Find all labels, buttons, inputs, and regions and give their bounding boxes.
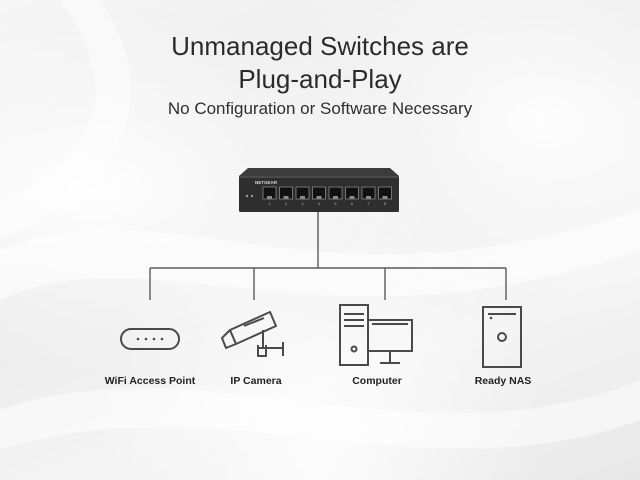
switch-port-8: [378, 186, 392, 200]
computer-icon: [339, 304, 413, 366]
device-label-ip-camera: IP Camera: [230, 375, 282, 387]
page-title: Unmanaged Switches are Plug-and-Play: [0, 30, 640, 96]
switch-ports: [262, 186, 392, 200]
connection-lines: [149, 212, 507, 300]
switch-port-7: [361, 186, 376, 200]
switch-brand-label: NETGEAR: [255, 180, 278, 185]
switch-port-4: [312, 186, 326, 200]
switch-port-6: [345, 186, 359, 200]
title-line-2: Plug-and-Play: [238, 64, 402, 94]
port-number-label: 5: [335, 202, 337, 206]
device-label-ready-nas: Ready NAS: [474, 375, 532, 387]
ip-camera-icon: [221, 311, 284, 357]
subtitle: No Configuration or Software Necessary: [167, 99, 473, 118]
port-number-label: 7: [368, 202, 370, 206]
title-line-1: Unmanaged Switches are: [171, 31, 469, 61]
device-label-wifi-access-point: WiFi Access Point: [104, 375, 196, 387]
port-number-label: 8: [384, 202, 386, 206]
port-number-label: 3: [302, 202, 304, 206]
nas-icon: [482, 306, 522, 368]
port-number-label: 4: [318, 202, 320, 206]
port-number-label: 1: [269, 202, 271, 206]
wifi-access-point-icon: [120, 328, 180, 350]
port-number-label: 6: [351, 202, 353, 206]
device-label-computer: Computer: [352, 375, 402, 387]
switch-port-2: [279, 186, 293, 200]
port-number-label: 2: [285, 202, 287, 206]
switch-port-1: [262, 186, 277, 200]
switch-port-3: [295, 186, 310, 200]
network-switch-icon: NETGEAR 1 2 3 4 5 6 7 8: [239, 168, 399, 212]
switch-port-numbers: 1 2 3 4 5 6 7 8: [269, 202, 387, 206]
switch-port-5: [328, 186, 343, 200]
